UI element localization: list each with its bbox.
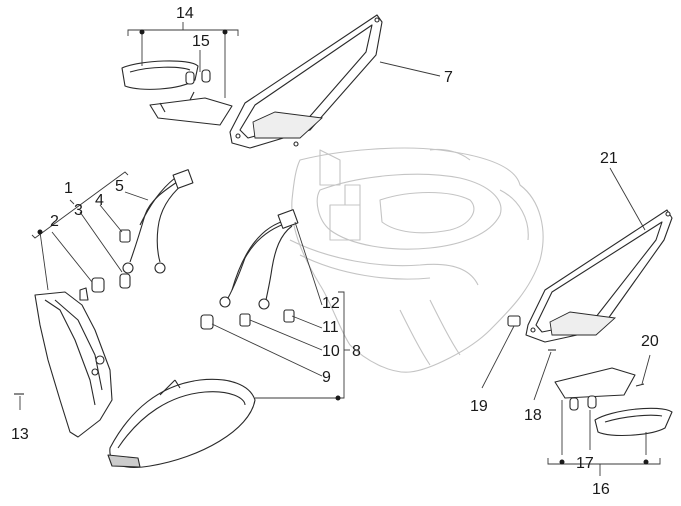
part-21-side-fairing bbox=[525, 209, 673, 343]
part-12-wiring-harness bbox=[219, 209, 299, 310]
callout-12: 12 bbox=[322, 295, 340, 312]
callout-16: 16 bbox=[592, 481, 610, 498]
part-19-clip bbox=[507, 315, 521, 327]
callout-3: 3 bbox=[74, 202, 83, 219]
callout-4: 4 bbox=[95, 192, 104, 209]
small-components bbox=[14, 229, 645, 395]
part-5-wiring-harness bbox=[122, 169, 194, 274]
part-9-bulb bbox=[200, 314, 214, 330]
part-3-socket bbox=[119, 273, 131, 289]
callout-18: 18 bbox=[524, 407, 542, 424]
callout-labels: 14 15 7 1 5 4 3 2 13 12 11 10 8 9 21 19 … bbox=[11, 5, 659, 498]
part-11-clip bbox=[283, 309, 295, 323]
callout-2: 2 bbox=[50, 213, 59, 230]
callout-8: 8 bbox=[352, 343, 361, 360]
callout-19: 19 bbox=[470, 398, 488, 415]
callout-10: 10 bbox=[322, 343, 340, 360]
callout-14: 14 bbox=[176, 5, 194, 22]
part-10-socket bbox=[239, 313, 251, 327]
callout-7: 7 bbox=[444, 69, 453, 86]
callout-5: 5 bbox=[115, 178, 124, 195]
part-14-indicator-top bbox=[121, 60, 233, 126]
callout-9: 9 bbox=[322, 369, 331, 386]
callout-1: 1 bbox=[64, 180, 73, 197]
part-2-bulb bbox=[91, 277, 105, 293]
callout-17: 17 bbox=[576, 455, 594, 472]
callout-13: 13 bbox=[11, 426, 29, 443]
callout-15: 15 bbox=[192, 33, 210, 50]
part-4-clip bbox=[119, 229, 131, 243]
part-8-headlight-lens bbox=[107, 378, 256, 468]
part-1-headlight-housing bbox=[34, 287, 113, 438]
leader-lines bbox=[19, 22, 661, 476]
part-7-side-fairing bbox=[229, 14, 383, 149]
callout-20: 20 bbox=[641, 333, 659, 350]
leg-shield-frame bbox=[289, 147, 544, 373]
callout-21: 21 bbox=[600, 150, 618, 167]
leader-dots bbox=[37, 29, 649, 465]
part-16-indicator-bottom bbox=[554, 367, 673, 436]
callout-11: 11 bbox=[322, 319, 339, 336]
part-20-screw bbox=[635, 383, 645, 387]
